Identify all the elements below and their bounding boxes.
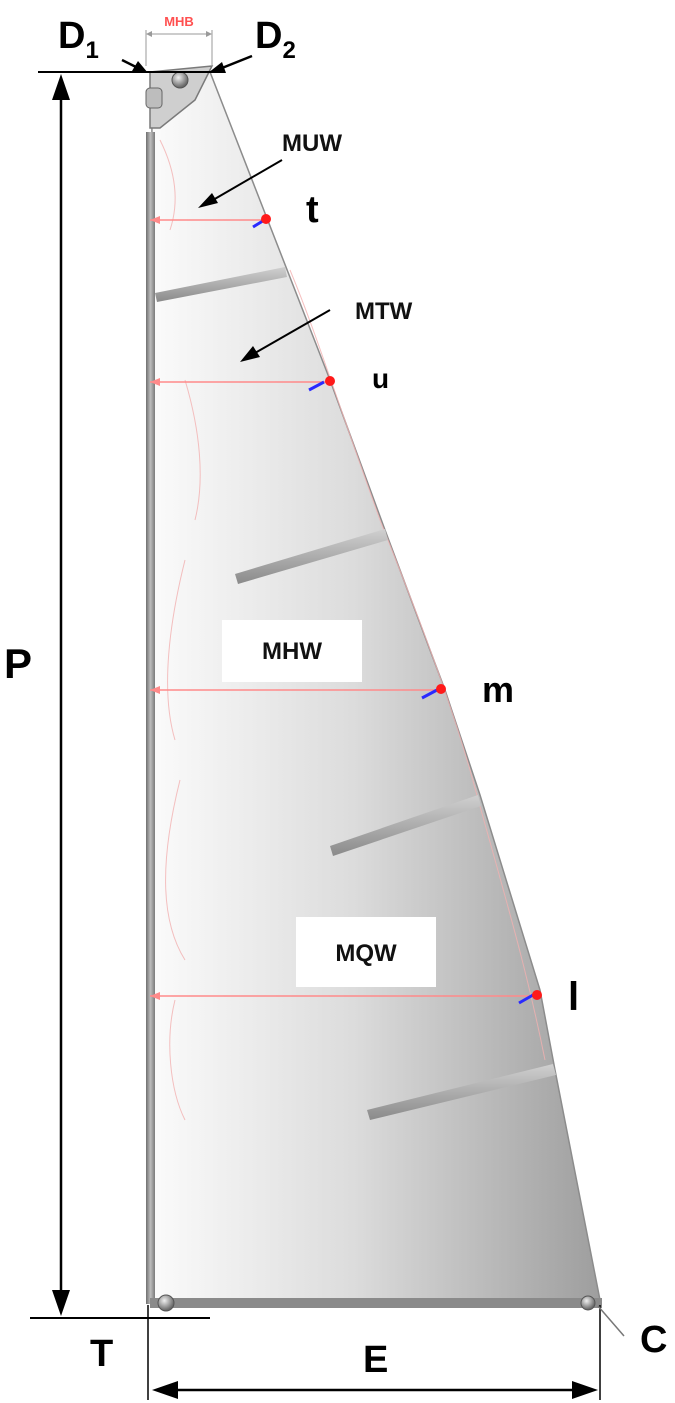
l-label: l <box>568 975 579 1019</box>
muw-pointer <box>198 159 283 208</box>
mqw-label: MQW <box>335 940 397 967</box>
t-foot-label: T <box>90 1333 113 1375</box>
u-label: u <box>372 363 389 394</box>
e-dimension <box>152 1381 598 1399</box>
batten-3 <box>330 795 481 856</box>
point-m <box>436 684 446 694</box>
mhw-label: MHW <box>262 638 322 665</box>
mhb-label: MHB <box>164 14 194 29</box>
point-l <box>532 990 542 1000</box>
battens <box>155 267 556 1120</box>
leech-tick-m <box>421 688 438 700</box>
t-label: t <box>306 189 319 231</box>
batten-4 <box>367 1064 556 1120</box>
muw-label: MUW <box>282 130 342 157</box>
muw-label-bg <box>270 118 370 158</box>
u-label-bg <box>355 345 465 405</box>
e-label: E <box>363 1339 388 1381</box>
batten-2 <box>235 529 388 584</box>
m-label-bg <box>462 655 562 725</box>
d2-label: D2 <box>255 15 296 64</box>
p-label: P <box>4 640 32 687</box>
tack-knob <box>157 1294 175 1312</box>
p-dimension <box>52 74 70 1316</box>
point-u <box>325 376 335 386</box>
d2-arrow <box>208 54 253 73</box>
mtw-label: MTW <box>355 298 413 325</box>
head-shackle <box>171 71 189 89</box>
c-label: C <box>640 1319 667 1361</box>
batten-1 <box>155 267 287 302</box>
sail-shape-curves <box>159 139 546 1121</box>
measure-arrow-l <box>150 992 160 1000</box>
width-measurements <box>150 216 536 1000</box>
leech-tick-l <box>518 993 534 1005</box>
clew-knob <box>580 1295 596 1311</box>
leech-points <box>252 214 542 1005</box>
clew-line <box>597 1305 625 1337</box>
measure-arrow-m <box>150 686 160 694</box>
mtw-label-bg <box>345 285 445 330</box>
point-t <box>261 214 271 224</box>
boom <box>150 1298 602 1308</box>
mqw-box <box>296 917 436 987</box>
mhw-box <box>222 620 362 682</box>
t-label-bg <box>290 180 410 240</box>
measure-arrow-u <box>150 378 160 386</box>
d1-arrow <box>121 58 148 73</box>
mhb-bracket <box>145 30 213 66</box>
m-label: m <box>482 669 514 710</box>
head-board <box>149 65 214 129</box>
leech-tick-u <box>308 380 325 392</box>
mast <box>146 132 155 1304</box>
mtw-pointer <box>240 309 331 362</box>
l-label-bg <box>556 955 626 1035</box>
d1-label: D1 <box>58 15 99 64</box>
head-pin <box>145 87 163 109</box>
measure-arrow-t <box>150 216 160 224</box>
